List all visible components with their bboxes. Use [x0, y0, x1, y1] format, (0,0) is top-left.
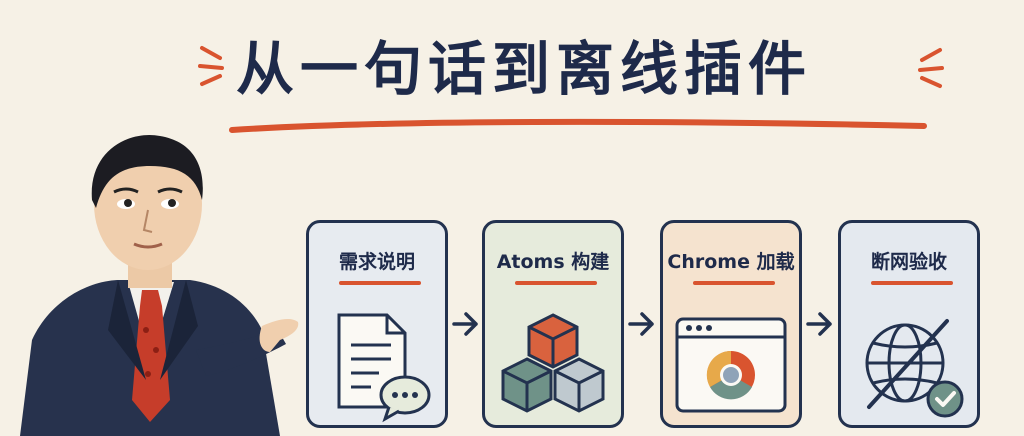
step-card-atoms-build: Atoms 构建 [482, 220, 624, 428]
presenter-illustration [20, 134, 299, 436]
step-label: Chrome 加载 [667, 251, 795, 273]
step-underline [515, 281, 597, 285]
title-underline [229, 118, 927, 133]
step-label: 断网验收 [870, 251, 947, 273]
arrow-right-icon [806, 312, 832, 336]
step-card-offline-acceptance: 断网验收 [838, 220, 980, 428]
step-underline [693, 281, 775, 285]
arrow-right-icon [628, 312, 654, 336]
document-chat-icon [337, 313, 431, 423]
right-spark-icon [918, 48, 944, 88]
arrow-right-icon [452, 312, 478, 336]
cubes-icon [501, 313, 605, 413]
step-card-requirements: 需求说明 [306, 220, 448, 428]
step-label: Atoms 构建 [496, 251, 610, 273]
offline-globe-check-icon [865, 319, 964, 418]
chrome-browser-icon [675, 317, 787, 413]
step-card-chrome-load: Chrome 加载 [660, 220, 802, 428]
step-underline [871, 281, 953, 285]
page-title: 从一句话到离线插件 [236, 35, 813, 103]
step-label: 需求说明 [338, 251, 415, 273]
step-underline [339, 281, 421, 285]
left-spark-icon [198, 46, 224, 86]
